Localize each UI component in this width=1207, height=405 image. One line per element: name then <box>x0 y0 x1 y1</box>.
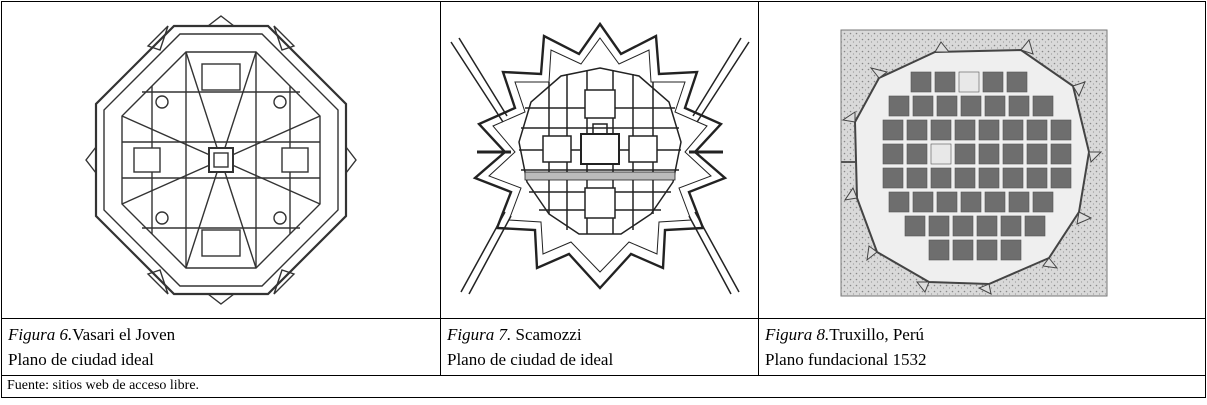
truxillo-city-plan-image <box>840 29 1108 297</box>
figure-6-number: Figura 6. <box>8 325 73 344</box>
figure-8-title: Truxillo, Perú <box>829 325 925 344</box>
figure-6-title: Vasari el Joven <box>72 325 176 344</box>
figure-6-subtitle: Plano de ciudad ideal <box>8 350 154 369</box>
scamozzi-city-plan-image <box>450 21 750 295</box>
caption-row: Figura 6.Vasari el Joven Plano de ciudad… <box>1 318 1206 376</box>
figure-8-subtitle: Plano fundacional 1532 <box>765 350 927 369</box>
source-row: Fuente: sitios web de acceso libre. <box>1 375 1206 398</box>
figure-7-subtitle: Plano de ciudad de ideal <box>447 350 614 369</box>
image-row <box>1 1 1206 319</box>
vasari-city-plan-image <box>85 15 357 305</box>
figure-7-title: Scamozzi <box>511 325 582 344</box>
figure-7-number: Figura 7. <box>447 325 512 344</box>
figure-6-image-cell <box>1 1 441 319</box>
figure-8-caption: Figura 8.Truxillo, Perú Plano fundaciona… <box>758 318 1206 376</box>
figure-8-number: Figura 8. <box>765 325 830 344</box>
source-note: Fuente: sitios web de acceso libre. <box>1 375 1206 398</box>
figure-6-caption: Figura 6.Vasari el Joven Plano de ciudad… <box>1 318 441 376</box>
figure-7-image-cell <box>440 1 759 319</box>
figure-7-caption: Figura 7. Scamozzi Plano de ciudad de id… <box>440 318 759 376</box>
figure-8-image-cell <box>758 1 1206 319</box>
figure-table: Figura 6.Vasari el Joven Plano de ciudad… <box>1 1 1206 398</box>
